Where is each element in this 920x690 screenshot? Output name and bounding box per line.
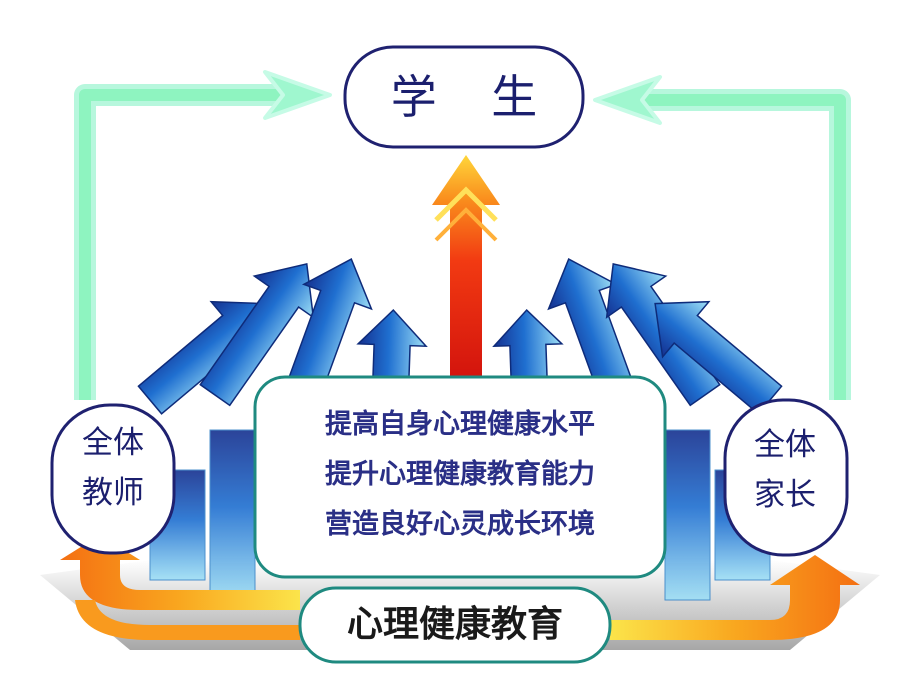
upward-red-arrow bbox=[432, 155, 500, 390]
feedback-arrow-left bbox=[74, 70, 332, 400]
goals-list: 提高自身心理健康水平 提升心理健康教育能力 营造良好心灵成长环境 bbox=[255, 400, 665, 550]
teachers-label-line1: 全体 bbox=[82, 425, 144, 461]
teachers-label: 全体 教师 bbox=[58, 418, 168, 518]
feedback-arrow-right bbox=[593, 75, 851, 400]
parents-label-line1: 全体 bbox=[754, 427, 816, 463]
education-node bbox=[298, 586, 612, 664]
blue-arrow-2 bbox=[199, 263, 315, 407]
teachers-label-line2: 教师 bbox=[82, 475, 144, 511]
orange-arrow-right bbox=[610, 555, 860, 640]
student-label: 学 生 bbox=[390, 70, 558, 124]
goal-line-2: 提升心理健康教育能力 bbox=[325, 459, 595, 490]
teachers-node bbox=[50, 403, 176, 555]
education-label: 心理健康教育 bbox=[346, 604, 563, 645]
goal-line-3: 营造良好心灵成长环境 bbox=[325, 509, 595, 540]
blue-arrows bbox=[137, 257, 783, 415]
parents-label-line2: 家长 bbox=[754, 477, 816, 513]
parents-node bbox=[723, 398, 849, 557]
student-node bbox=[343, 45, 585, 149]
parents-label: 全体 家长 bbox=[730, 420, 840, 520]
blue-arrow-8 bbox=[654, 300, 783, 415]
goal-line-1: 提高自身心理健康水平 bbox=[325, 409, 595, 440]
goals-node bbox=[253, 375, 667, 579]
